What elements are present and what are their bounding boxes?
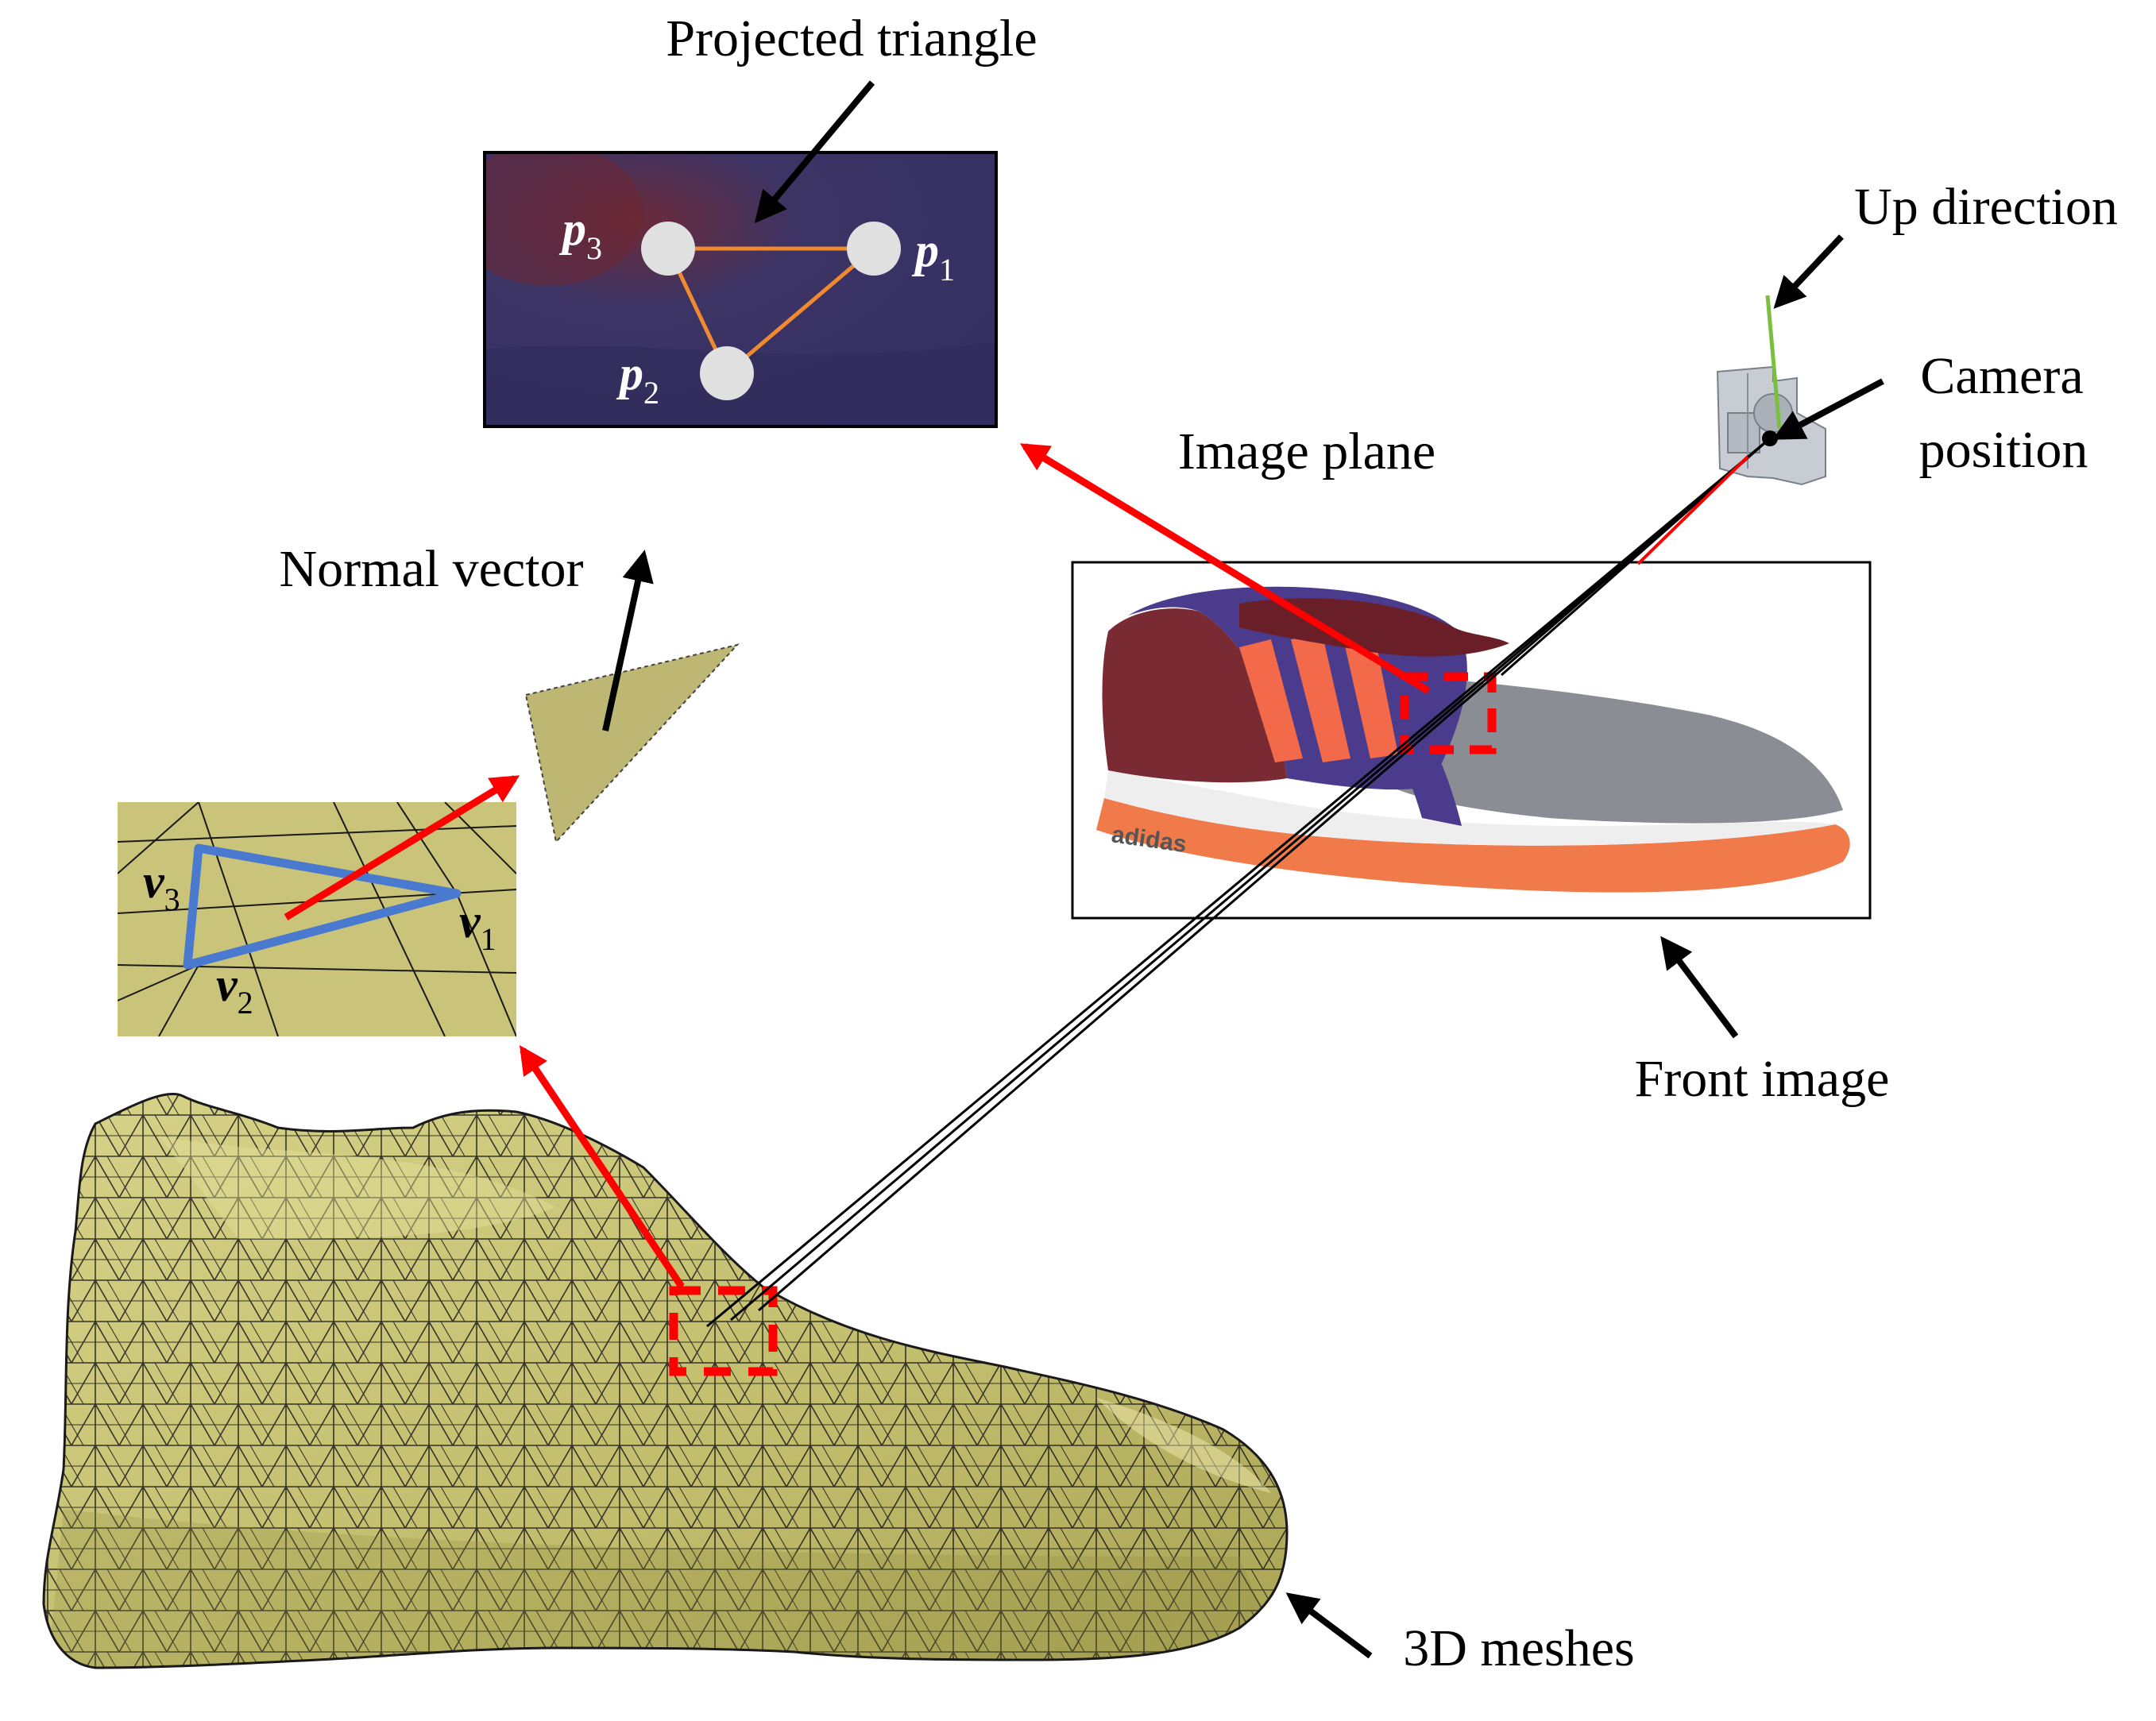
label-position: position [1919,421,2088,479]
label-normal-vector: Normal vector [279,540,583,598]
lifted-facet [524,643,740,844]
label-image-plane: Image plane [1178,423,1435,480]
label-p1: p1 [911,224,955,287]
label-projected-triangle: Projected triangle [666,10,1037,68]
vertex-p3 [641,222,695,276]
vertex-p2 [700,346,754,400]
label-v1: v1 [459,895,496,957]
label-v2: v2 [216,959,253,1021]
red-arrows [284,443,1431,1289]
label-3d-meshes: 3D meshes [1403,1619,1634,1677]
label-camera: Camera [1920,347,2083,405]
label-front-image: Front image [1635,1050,1890,1108]
projected-triangle-panel [483,151,998,428]
vertex-p1 [847,222,901,276]
projection-rays [706,437,1771,1328]
mesh-zoom-patch [118,802,516,1036]
camera-center-point [1762,430,1778,446]
label-p3: p3 [558,203,602,266]
image-selection-box [1400,672,1497,754]
camera-to-image-ray [1636,455,1749,565]
camera-icon [1716,365,1826,486]
mesh-selection-box [669,1286,778,1376]
black-arrows [602,80,1884,1659]
label-v3: v3 [143,855,180,917]
label-up-direction: Up direction [1854,178,2118,236]
front-image: adidas [1071,561,1872,920]
up-vector-line [1765,295,1782,430]
projected-triangle-p1p2p3 [665,246,879,377]
label-p2: p2 [616,347,659,411]
mesh-triangle-v1v2v3 [183,843,462,970]
shoe-3d-mesh [42,1092,1289,1669]
